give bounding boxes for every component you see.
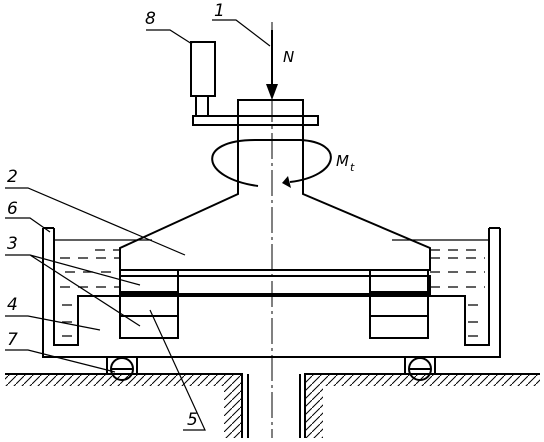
moment-subscript: t: [350, 161, 355, 174]
load-arrow: [266, 30, 278, 100]
label-6: 6: [7, 199, 18, 219]
specimen-right: [369, 269, 429, 339]
shaft: [247, 374, 301, 438]
label-4: 4: [7, 295, 18, 315]
ground-base: [5, 373, 540, 438]
label-5: 5: [187, 410, 198, 430]
upper-holder: [119, 99, 431, 271]
force-symbol: N: [283, 48, 294, 66]
label-1: 1: [214, 1, 225, 21]
leader-lines: [5, 19, 271, 431]
label-8: 8: [145, 9, 156, 29]
label-2: 2: [7, 167, 18, 187]
liquid-fill: [54, 239, 489, 337]
moment-symbol: M: [336, 152, 349, 170]
torque-arrow: [211, 139, 332, 188]
specimen-left: [119, 269, 179, 339]
label-3: 3: [7, 234, 18, 254]
motor: [190, 41, 319, 126]
label-7: 7: [7, 330, 18, 350]
